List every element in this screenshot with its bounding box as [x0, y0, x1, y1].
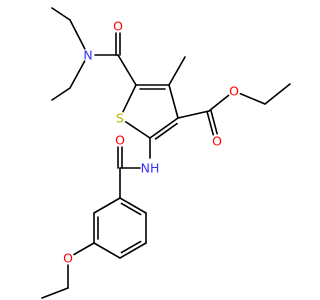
single-bond	[239, 92, 266, 105]
double-bond	[119, 197, 147, 214]
single-bond	[93, 242, 121, 259]
double-bond	[206, 110, 215, 136]
single-bond	[177, 110, 210, 119]
benzoyl-oxygen-label: O	[115, 133, 125, 148]
ethoxy-oxygen-label: O	[63, 251, 73, 266]
amide-nitrogen-label: N	[83, 48, 92, 63]
single-bond	[264, 83, 291, 105]
bond-layer	[41, 7, 291, 299]
double-bond-inner	[120, 202, 142, 216]
single-bond	[125, 121, 151, 139]
single-bond	[208, 94, 230, 112]
single-bond	[122, 84, 137, 113]
single-bond	[117, 54, 137, 86]
double-bond	[149, 117, 179, 139]
single-bond	[69, 19, 86, 50]
ester-ether-oxygen-label: O	[229, 84, 239, 99]
single-bond	[93, 197, 121, 214]
double-bond-inner	[120, 240, 142, 254]
single-bond	[51, 7, 71, 21]
single-bond	[69, 60, 86, 89]
double-bond	[210, 109, 218, 135]
double-bond-inner	[154, 122, 178, 140]
single-bond	[41, 287, 69, 299]
single-bond	[51, 87, 71, 101]
double-bond	[119, 242, 147, 259]
amide-nh-label: NH	[141, 161, 160, 176]
single-bond	[73, 242, 95, 256]
single-bond	[168, 56, 186, 86]
amide-oxygen-label: O	[113, 19, 123, 34]
thiophene-sulfur-label: S	[116, 111, 124, 126]
single-bond	[168, 84, 179, 119]
ester-carbonyl-oxygen-label: O	[212, 134, 222, 149]
